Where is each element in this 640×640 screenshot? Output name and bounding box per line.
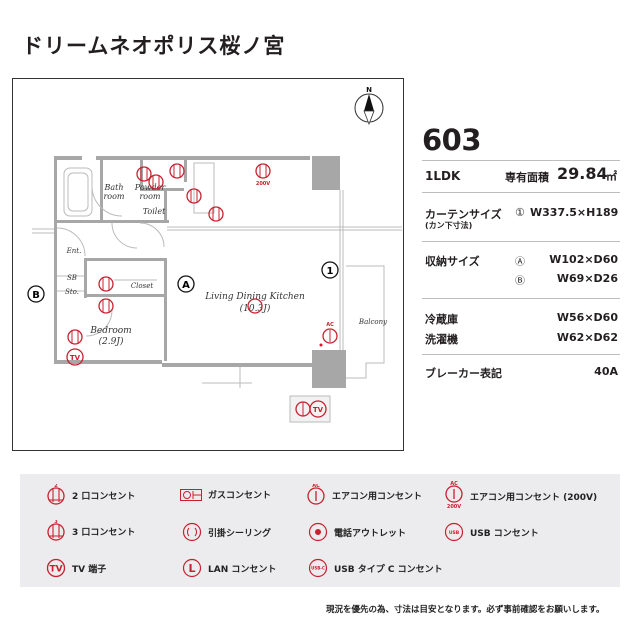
svg-text:B: B [32,290,40,301]
disclaimer-note: 現況を優先の為、寸法は目安となります。必ず事前確認をお願いします。 [326,605,605,615]
svg-text:USB: USB [449,530,460,536]
svg-text:200V: 200V [256,181,270,187]
usb-c-outlet-icon: USB-C [308,558,328,578]
layout-type: 1LDK [425,169,461,183]
ac-outlet-icon: AC [307,484,325,505]
lan-outlet-icon: L [182,558,202,578]
svg-text:L: L [188,562,195,575]
svg-text:room: room [139,192,160,201]
breaker-label: ブレーカー表記 [425,367,502,380]
unit-number: 603 [422,123,482,157]
svg-text:(10.3J): (10.3J) [240,303,271,314]
svg-text:(2.9J): (2.9J) [99,336,124,347]
svg-text:TV: TV [49,565,62,575]
storage-label: 収納サイズ [425,255,480,268]
breaker-value: 40A [594,365,618,378]
compass-icon: N [354,86,384,126]
legend-item-ceiling: 引掛シーリング [182,522,271,542]
svg-text:Living Dining Kitchen: Living Dining Kitchen [204,292,305,302]
legend-item-usb: USB USB コンセント [444,522,539,542]
storage-marker-b: Ⓑ [515,276,525,287]
svg-text:A: A [182,280,190,291]
legend-item-usb-c: USB-C USB タイプ C コンセント [308,558,443,578]
legend-item-2-outlet: 2 2 口コンセント [46,484,135,506]
marker-1: 1 [321,261,339,279]
svg-text:room: room [103,192,124,201]
marker-a: A [177,275,195,293]
legend-item-3-outlet: 3 3 口コンセント [46,520,135,542]
outlet-symbols [66,163,338,418]
svg-text:1: 1 [327,266,334,277]
svg-text:Bedroom: Bedroom [89,326,131,336]
svg-text:Sto.: Sto. [65,288,79,296]
curtain-value: W337.5×H189 [530,206,619,219]
divider [422,354,620,355]
curtain-sublabel: (カン下寸法) [425,221,473,230]
svg-text:N: N [366,86,372,94]
svg-text:TV: TV [70,354,81,362]
svg-text:Powder: Powder [134,183,167,192]
svg-text:Toilet: Toilet [143,207,166,216]
marker-b: B [27,285,45,303]
divider [422,298,620,299]
svg-text:SB: SB [67,274,77,282]
svg-text:Ent.: Ent. [66,247,82,255]
legend-item-ac: AC エアコン用コンセント [306,484,422,506]
gas-outlet-icon [180,488,202,501]
area-unit: ㎡ [606,170,617,183]
area-label: 専有面積 [505,171,549,184]
storage-marker-a: Ⓐ [515,257,525,268]
outlet-3-icon: 3 [47,520,65,541]
fridge-value: W56×D60 [556,311,618,324]
storage-value-b: W69×D26 [556,272,618,285]
divider [422,160,620,161]
property-title: ドリームネオポリス桜ノ宮 [22,34,286,58]
outlet-2-icon: 2 [47,484,65,505]
svg-text:200V: 200V [447,504,461,510]
svg-text:Closet: Closet [131,282,154,290]
legend-item-lan: L LAN コンセント [182,558,276,578]
svg-text:3: 3 [54,520,58,525]
svg-text:AC: AC [326,322,334,328]
svg-text:AC: AC [312,484,320,489]
svg-text:2: 2 [54,484,58,489]
washer-label: 洗濯機 [425,333,458,346]
svg-text:TV: TV [313,406,324,414]
curtain-label: カーテンサイズ [425,208,502,221]
curtain-marker: ① [515,206,525,219]
divider [422,192,620,193]
fridge-label: 冷蔵庫 [425,313,458,326]
area-value: 29.84 [557,164,608,183]
legend-item-phone: 電話アウトレット [308,522,406,542]
ceiling-hook-icon [182,522,202,542]
svg-text:Balcony: Balcony [358,318,388,326]
svg-text:USB-C: USB-C [311,566,325,571]
usb-outlet-icon: USB [444,522,464,542]
legend-item-tv: TV TV 端子 [46,558,106,578]
tv-terminal-icon: TV [46,558,66,578]
floor-plan-frame [12,78,404,451]
washer-value: W62×D62 [556,331,618,344]
legend-item-gas: ガスコンセント [180,488,271,501]
divider [422,241,620,242]
svg-text:Bath: Bath [103,183,123,192]
floor-plan: N [27,86,402,423]
storage-value-a: W102×D60 [549,253,618,266]
svg-text:AC: AC [450,481,458,487]
ac-outlet-200v-icon: AC 200V [445,481,463,510]
phone-outlet-icon [308,522,328,542]
